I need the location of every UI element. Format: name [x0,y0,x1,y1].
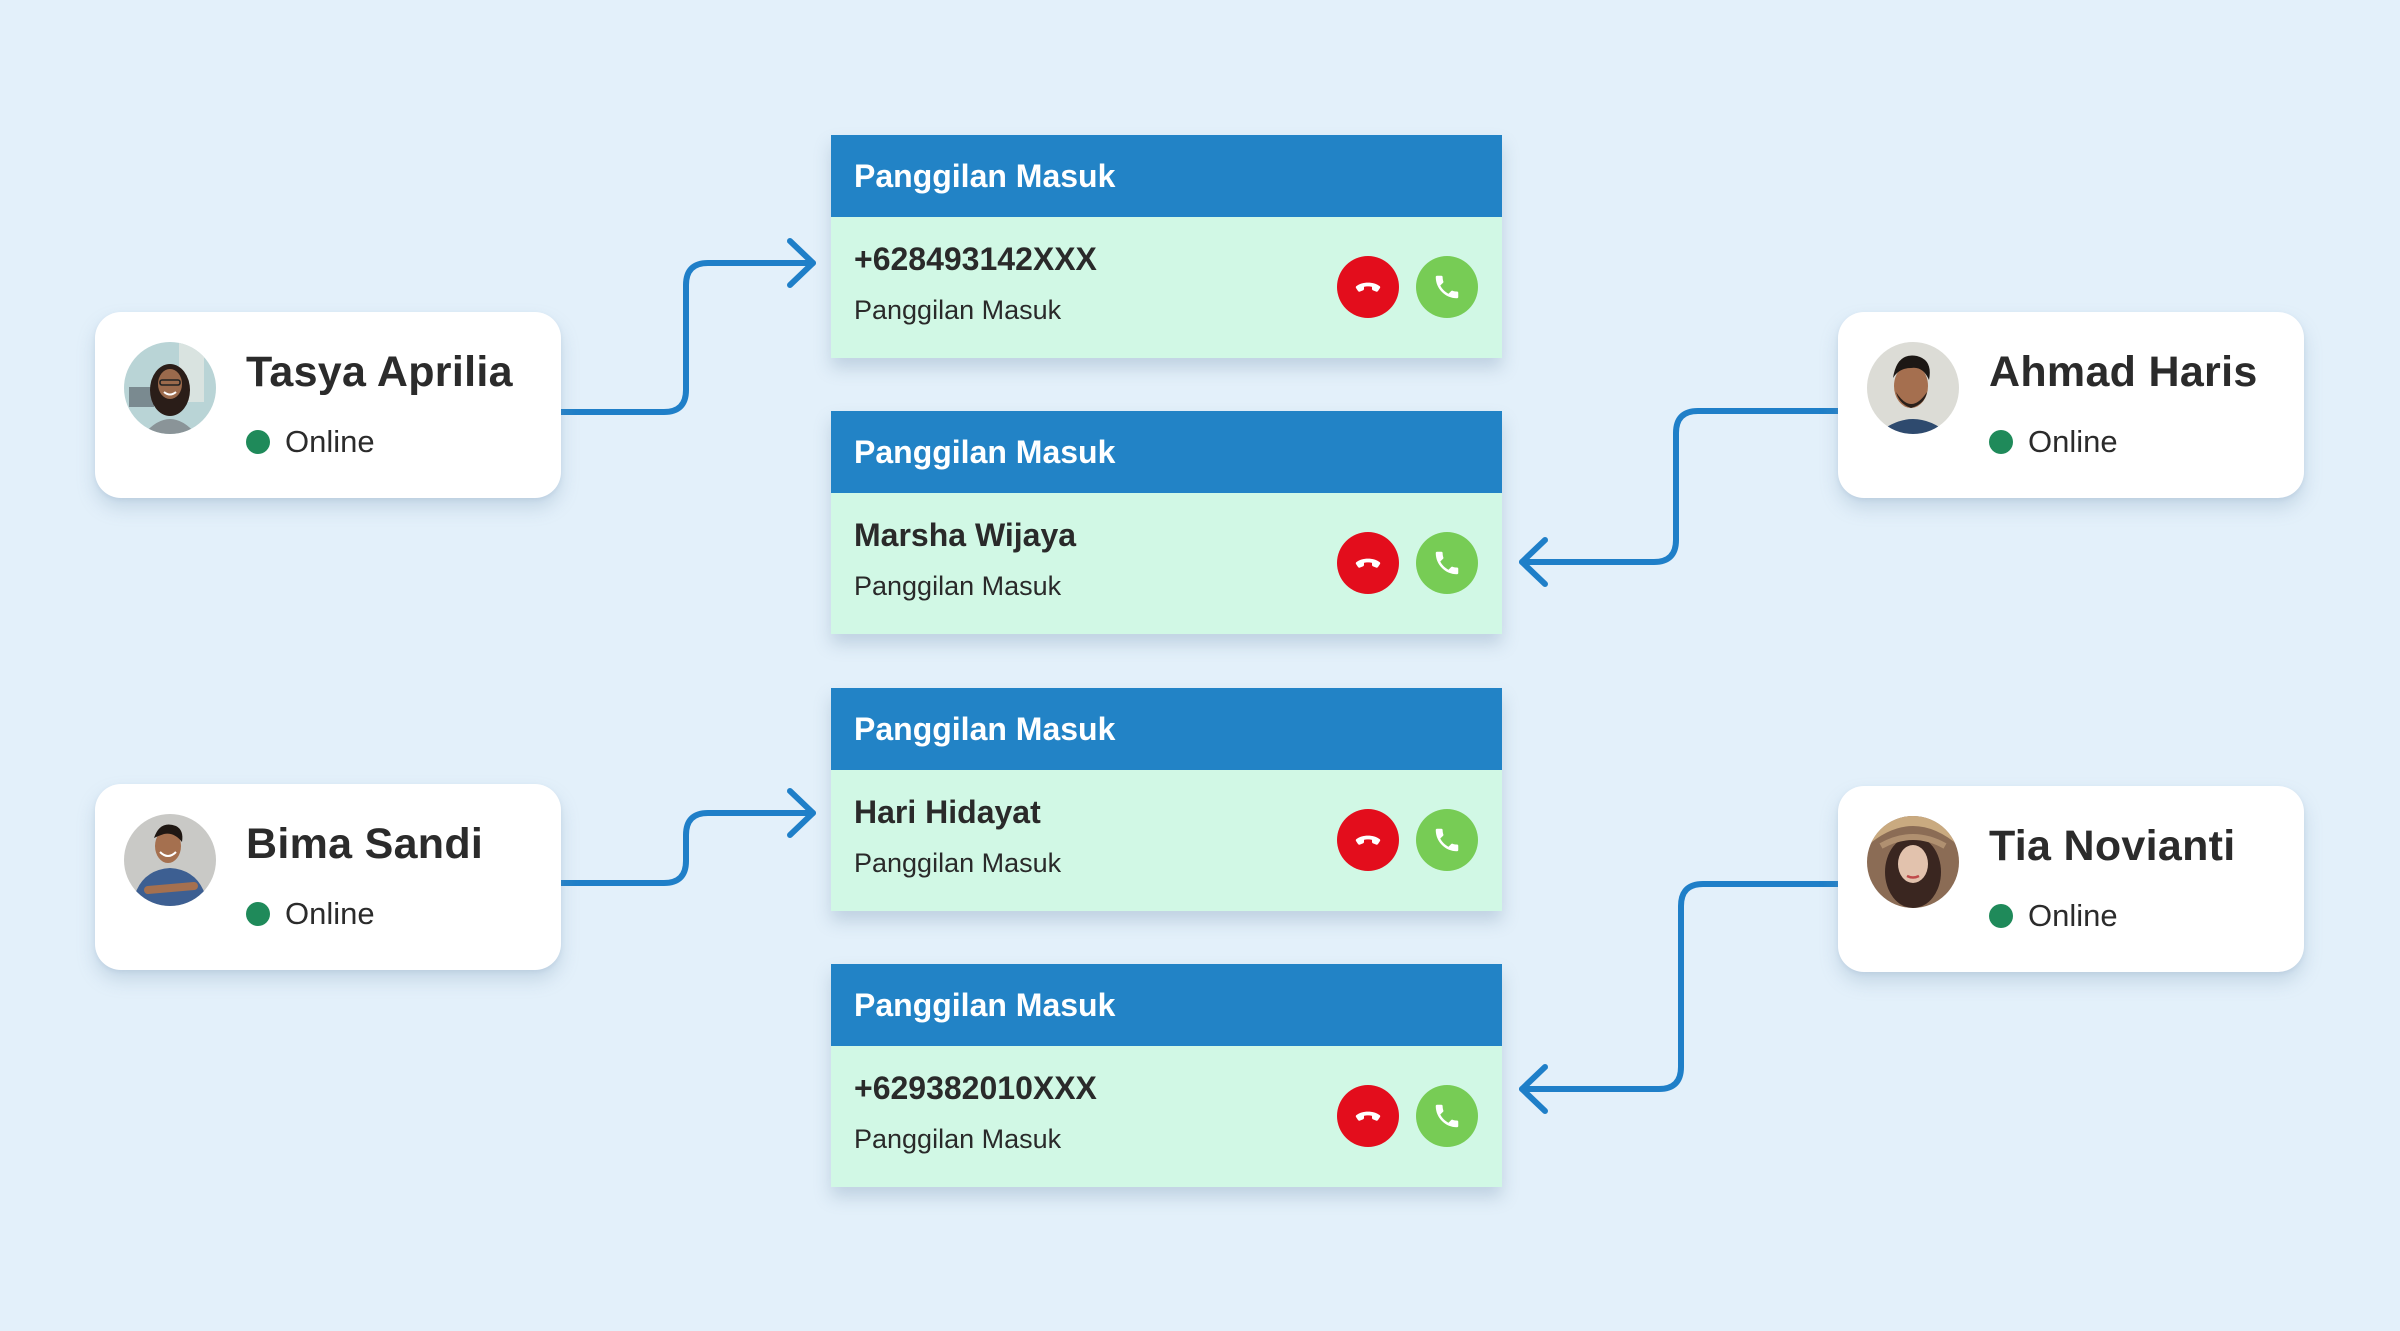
call-card-body: +629382010XXX Panggilan Masuk [831,1046,1502,1187]
contact-card-ahmad-haris[interactable]: Ahmad Haris Online [1838,312,2304,498]
contact-card-tasya-aprilia[interactable]: Tasya Aprilia Online [95,312,561,498]
caller-id: Hari Hidayat [854,794,1041,830]
status-text: Online [2028,898,2118,933]
online-dot-icon [246,902,270,926]
phone-hangup-icon [1355,282,1381,292]
caller-id: Marsha Wijaya [854,517,1077,553]
contact-name: Bima Sandi [246,820,484,868]
status-text: Online [285,424,375,459]
avatar-man-blue-shirt-icon [124,814,216,906]
call-card-header: Panggilan Masuk [831,688,1502,770]
contact-card-tia-novianti[interactable]: Tia Novianti Online [1838,786,2304,972]
accept-call-button[interactable] [1416,256,1478,318]
call-status-label: Panggilan Masuk [854,571,1062,601]
arrow-tia-to-call-4 [1519,881,1841,1092]
arrow-ahmad-to-call-2 [1519,408,1841,565]
call-card-header: Panggilan Masuk [831,964,1502,1046]
caller-id: +629382010XXX [854,1070,1097,1106]
accept-call-button[interactable] [1416,532,1478,594]
incoming-call-card: Panggilan Masuk +629382010XXX Panggilan … [831,964,1502,1187]
incoming-call-card: Panggilan Masuk +628493142XXX Panggilan … [831,135,1502,358]
decline-call-button[interactable] [1337,532,1399,594]
avatar-man-beard-icon [1867,342,1959,434]
phone-hangup-icon [1355,1111,1381,1121]
accept-call-button[interactable] [1416,1085,1478,1147]
contact-name: Ahmad Haris [1989,348,2258,396]
status-text: Online [285,896,375,931]
phone-icon [1435,551,1459,575]
online-dot-icon [1989,904,2013,928]
decline-call-button[interactable] [1337,809,1399,871]
phone-hangup-icon [1355,835,1381,845]
arrow-tasya-to-call-1 [558,260,816,415]
phone-icon [1435,1104,1459,1128]
call-status-label: Panggilan Masuk [854,295,1062,325]
contact-name: Tia Novianti [1989,822,2236,870]
phone-icon [1435,275,1459,299]
phone-icon [1435,828,1459,852]
contact-name: Tasya Aprilia [246,348,513,396]
online-dot-icon [246,430,270,454]
decline-call-button[interactable] [1337,1085,1399,1147]
decline-call-button[interactable] [1337,256,1399,318]
avatar-woman-hat-icon [1867,816,1959,908]
call-card-header: Panggilan Masuk [831,411,1502,493]
online-dot-icon [1989,430,2013,454]
incoming-call-card: Panggilan Masuk Hari Hidayat Panggilan M… [831,688,1502,911]
phone-hangup-icon [1355,558,1381,568]
call-card-body: Hari Hidayat Panggilan Masuk [831,770,1502,911]
contact-card-bima-sandi[interactable]: Bima Sandi Online [95,784,561,970]
accept-call-button[interactable] [1416,809,1478,871]
incoming-call-card: Panggilan Masuk Marsha Wijaya Panggilan … [831,411,1502,634]
caller-id: +628493142XXX [854,241,1097,277]
call-card-body: +628493142XXX Panggilan Masuk [831,217,1502,358]
call-status-label: Panggilan Masuk [854,848,1062,878]
status-indicator: Online [1989,424,2118,460]
arrow-bima-to-call-3 [558,810,816,886]
call-card-body: Marsha Wijaya Panggilan Masuk [831,493,1502,634]
call-card-header: Panggilan Masuk [831,135,1502,217]
status-indicator: Online [246,424,375,460]
status-indicator: Online [246,896,375,932]
call-status-label: Panggilan Masuk [854,1124,1062,1154]
avatar-woman-glasses-icon [124,342,216,434]
status-indicator: Online [1989,898,2118,934]
status-text: Online [2028,424,2118,459]
